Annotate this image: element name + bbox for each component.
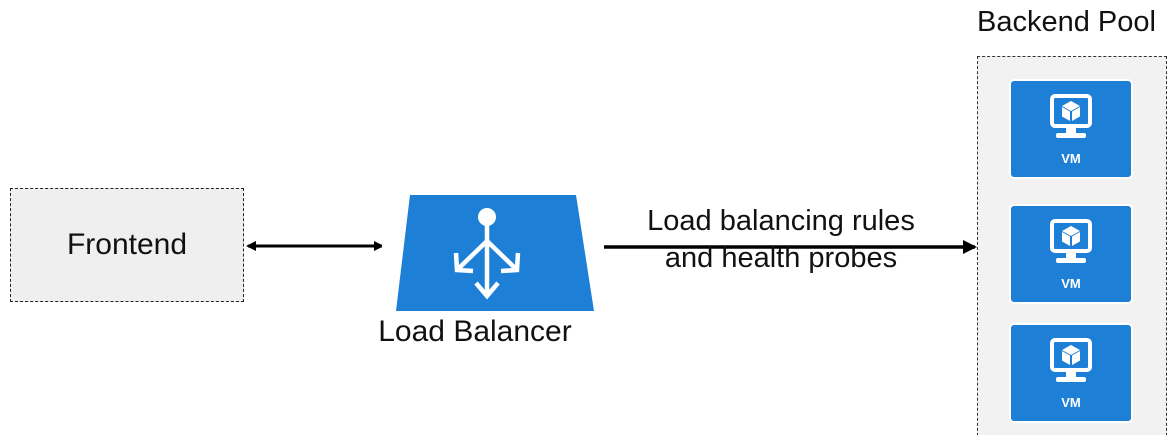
load-balancer-label: Load Balancer — [378, 315, 572, 348]
vm-tile: VM — [1011, 325, 1131, 421]
virtual-machine-icon — [1050, 219, 1092, 263]
vm-tile: VM — [1011, 206, 1131, 302]
connection-label-line1: Load balancing rules — [647, 205, 915, 237]
vm-label: VM — [1061, 276, 1081, 291]
connection-label-line2: and health probes — [664, 242, 898, 274]
backend-pool-title: Backend Pool — [977, 6, 1156, 38]
frontend-box: Frontend — [10, 188, 244, 302]
vm-label: VM — [1061, 151, 1081, 166]
vm-label: VM — [1061, 395, 1081, 410]
load-balancer-icon — [396, 195, 594, 311]
vm-tile: VM — [1011, 81, 1131, 177]
virtual-machine-icon — [1050, 94, 1092, 138]
connection-label: Load balancing rules and health probes — [616, 203, 946, 277]
load-balancer-node — [382, 173, 604, 319]
virtual-machine-icon — [1050, 338, 1092, 382]
frontend-label: Frontend — [66, 228, 188, 261]
